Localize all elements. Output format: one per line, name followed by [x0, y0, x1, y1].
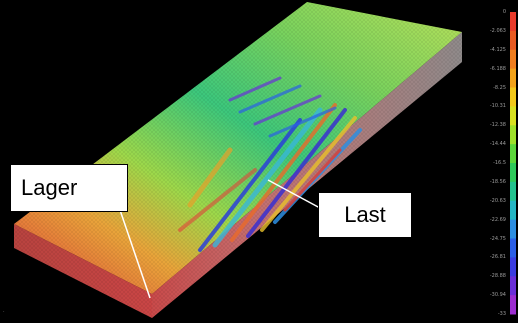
legend-value: -22.69	[489, 216, 506, 223]
legend-swatch	[510, 144, 516, 164]
leader-line-last	[267, 179, 321, 209]
legend-value: -20.63	[489, 197, 506, 204]
legend-value: -4.125	[489, 46, 506, 53]
legend-swatch	[510, 12, 516, 32]
legend-value: -28.88	[489, 273, 506, 280]
legend-swatch	[510, 163, 516, 183]
legend-value: -6.188	[489, 65, 506, 72]
legend-swatch	[510, 276, 516, 296]
callout-lager-text: Lager	[21, 175, 78, 200]
legend-value: 0	[502, 9, 506, 15]
legend-swatch	[510, 106, 516, 126]
color-legend-bar	[510, 12, 516, 315]
legend-swatch	[510, 68, 516, 88]
legend-value: -18.56	[489, 178, 506, 185]
legend-swatch	[510, 30, 516, 51]
legend-swatch	[510, 87, 516, 107]
callout-lager: Lager	[10, 164, 128, 212]
legend-swatch	[510, 181, 516, 202]
leader-line-lager	[119, 209, 151, 299]
legend-value: -16.5	[493, 160, 506, 166]
legend-value: -10.31	[489, 103, 506, 110]
legend-value: -33	[497, 311, 506, 317]
legend-swatch	[510, 238, 516, 258]
legend-value: -8.25	[493, 84, 506, 91]
legend-swatch	[510, 257, 516, 277]
callout-last: Last	[318, 192, 412, 238]
legend-value: -14.44	[489, 141, 506, 148]
corner-mark: .	[3, 308, 5, 314]
callout-last-text: Last	[344, 202, 386, 227]
legend-swatch	[510, 219, 516, 239]
legend-value: -2.063	[489, 27, 506, 34]
legend-swatch	[510, 200, 516, 221]
legend-value: -24.75	[489, 235, 506, 242]
legend-value: -12.38	[489, 122, 506, 129]
stress-streaks	[178, 76, 362, 252]
legend-value: -30.94	[489, 292, 506, 299]
legend-swatch	[510, 49, 516, 70]
legend-swatch	[510, 125, 516, 145]
legend-value: -26.81	[489, 254, 506, 261]
legend-swatch	[510, 295, 516, 315]
